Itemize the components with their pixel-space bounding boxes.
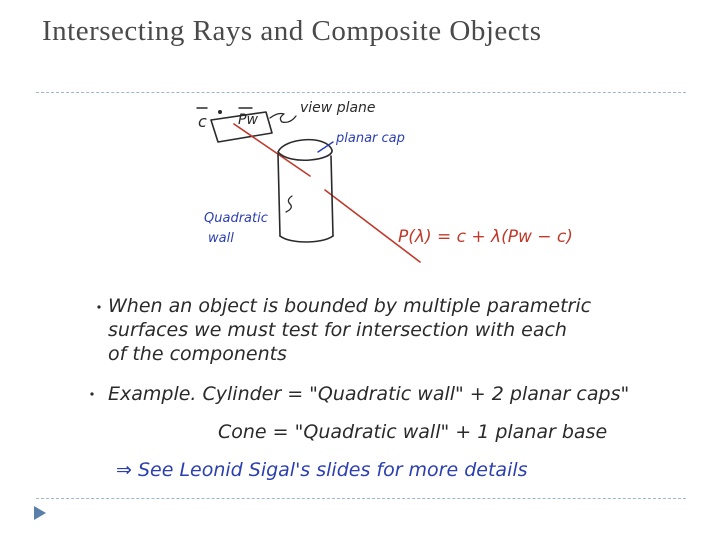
view-plane-squiggle — [269, 112, 297, 124]
slide-bullet-arrow-icon — [34, 506, 46, 520]
label-planar-cap: planar cap — [335, 131, 405, 146]
cylinder-top-cap — [277, 138, 333, 162]
label-view-plane: view plane — [300, 100, 376, 116]
label-c: c — [198, 112, 207, 131]
label-quadratic-wall-1: Quadratic — [204, 211, 268, 226]
planar-cap-arrow — [317, 141, 334, 153]
ray-segment-1 — [233, 123, 311, 177]
note-bullet1-line1: When an object is bounded by multiple pa… — [108, 295, 592, 317]
note-bullet2-line1: Example. Cylinder = "Quadratic wall" + 2… — [108, 383, 629, 405]
top-divider — [36, 92, 686, 93]
note-bullet2-line2: Cone = "Quadratic wall" + 1 planar base — [218, 421, 607, 443]
label-pw: Pw — [238, 112, 258, 128]
bullet-dot-1 — [97, 305, 101, 309]
view-plane-shape — [210, 111, 273, 143]
ray-equation: P(λ) = c + λ(Pw − c) — [398, 227, 573, 247]
label-quadratic-wall-2: wall — [208, 231, 234, 246]
eye-point — [218, 110, 222, 114]
cylinder-right-wall — [330, 155, 334, 237]
slide-title: Intersecting Rays and Composite Objects — [42, 15, 542, 47]
bullet-dot-2 — [90, 392, 94, 396]
bottom-divider — [36, 498, 686, 499]
ray-segment-2 — [324, 189, 421, 263]
wall-squiggle — [285, 195, 293, 213]
see-also-note: ⇒ See Leonid Sigal's slides for more det… — [116, 459, 528, 481]
note-bullet1-line3: of the components — [108, 343, 287, 365]
cylinder-bottom — [279, 235, 334, 243]
cylinder-left-wall — [277, 153, 281, 237]
note-bullet1-line2: surfaces we must test for intersection w… — [108, 319, 567, 341]
